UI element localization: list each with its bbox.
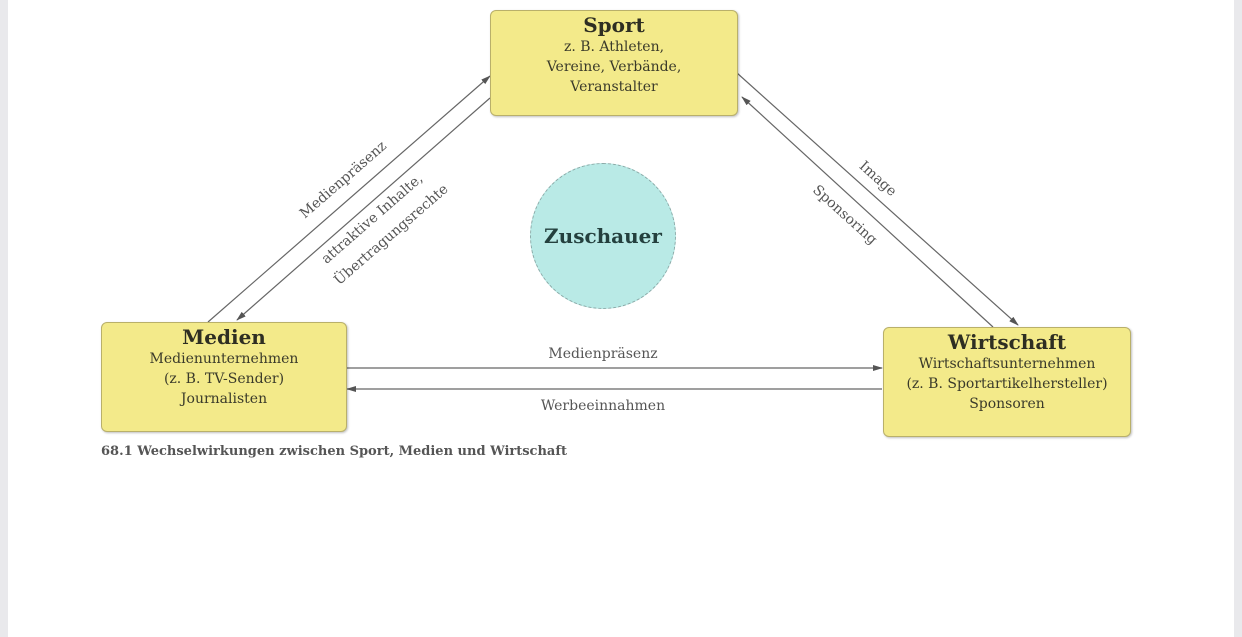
node-sport-line: Veranstalter (570, 79, 658, 95)
node-wirtschaft: Wirtschaft Wirtschaftsunternehmen (z. B.… (883, 327, 1131, 437)
label-medien-to-wirtschaft: Medienpräsenz (548, 346, 657, 362)
node-zuschauer: Zuschauer (530, 163, 676, 309)
node-zuschauer-title: Zuschauer (544, 224, 662, 248)
node-wirtschaft-line: Wirtschaftsunternehmen (918, 356, 1096, 372)
arrow-wirtschaft-to-sport (741, 96, 994, 328)
label-wirtschaft-to-medien: Werbeeinnahmen (541, 398, 665, 414)
node-sport-title: Sport (583, 13, 645, 37)
node-medien: Medien Medienunternehmen (z. B. TV-Sende… (101, 322, 347, 432)
figure-caption: 68.1 Wechselwirkungen zwischen Sport, Me… (101, 444, 567, 459)
node-wirtschaft-line: Sponsoren (969, 396, 1045, 412)
arrow-sport-to-medien (236, 97, 491, 321)
arrow-medien-to-sport (207, 75, 491, 323)
arrow-sport-to-wirtschaft (736, 72, 1019, 326)
node-wirtschaft-line: (z. B. Sportartikelhersteller) (906, 376, 1108, 392)
node-medien-line: Journalisten (180, 391, 268, 407)
node-medien-line: Medienunternehmen (149, 351, 299, 367)
node-medien-title: Medien (182, 325, 266, 349)
node-wirtschaft-title: Wirtschaft (947, 330, 1067, 354)
node-medien-line: (z. B. TV-Sender) (163, 371, 285, 387)
node-sport-line: z. B. Athleten, (563, 39, 665, 55)
node-sport: Sport z. B. Athleten, Vereine, Verbände,… (490, 10, 738, 116)
label-sport-to-wirtschaft: Image (856, 158, 900, 200)
node-sport-line: Vereine, Verbände, (546, 59, 682, 75)
